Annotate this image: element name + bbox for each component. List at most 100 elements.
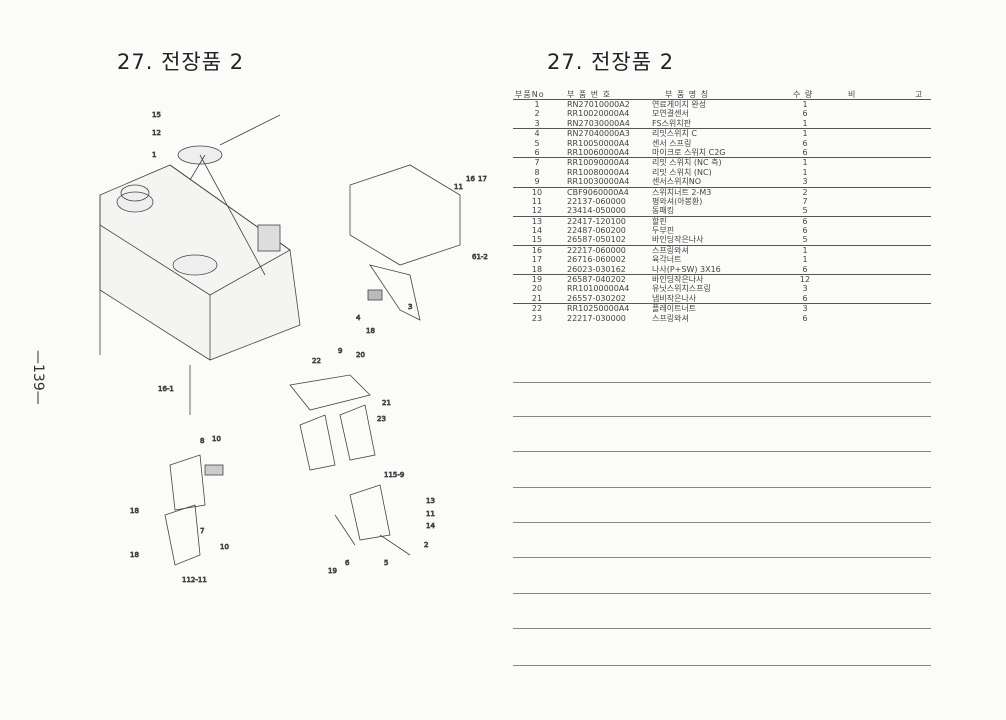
part-name: 리밋 스위치 (NC) — [652, 167, 712, 177]
part-number: 26023-030162 — [567, 264, 626, 274]
callout: 9 — [338, 347, 342, 355]
part-number: 22137-060000 — [567, 196, 626, 206]
callout: 112-11 — [182, 576, 207, 584]
part-name: 바인딩작은나사 — [652, 275, 704, 285]
callout: 10 — [220, 543, 229, 551]
part-index: 1 — [534, 100, 540, 109]
header-part-no: 부 품 번 호 — [567, 90, 612, 99]
quantity: 1 — [802, 245, 808, 255]
part-name: FS스위치판 — [652, 118, 691, 128]
header-no: 부품No — [515, 90, 545, 99]
quantity: 1 — [802, 167, 808, 177]
header-remarks-2: 고 — [915, 90, 924, 99]
part-index: 18 — [531, 264, 543, 274]
part-name: 모연결센서 — [652, 109, 689, 119]
part-index: 14 — [531, 226, 543, 236]
callout: 8 — [200, 437, 204, 445]
callout: 18 — [130, 551, 139, 559]
part-name: 스프링와셔 — [652, 313, 689, 323]
callout: 18 — [366, 327, 375, 335]
quantity: 1 — [802, 255, 808, 265]
callout: 7 — [200, 527, 204, 535]
quantity: 6 — [802, 313, 808, 323]
part-name: 센서 스프링 — [652, 138, 692, 148]
blank-row-line — [513, 487, 931, 488]
part-index: 12 — [531, 206, 543, 216]
quantity: 6 — [802, 138, 808, 148]
part-index: 21 — [531, 293, 543, 303]
callout: 22 — [312, 357, 321, 365]
part-index: 3 — [534, 118, 540, 128]
switch-assembly-drawing — [164, 374, 411, 566]
part-name: 리밋스위치 C — [652, 129, 697, 139]
part-number: 26587-040202 — [567, 275, 626, 285]
page-title-left: 27. 전장품 2 — [117, 50, 245, 74]
part-number: 22217-030000 — [567, 313, 626, 323]
quantity: 2 — [802, 187, 808, 197]
diagram-callouts: 15 12 1 16 17 11 61-2 4 3 18 16-1 22 9 2… — [130, 111, 489, 585]
callout: 14 — [426, 522, 435, 530]
page-number: —139— — [30, 350, 46, 405]
quantity: 1 — [802, 100, 808, 109]
callout: 17 — [478, 175, 487, 183]
blank-row-line — [513, 665, 931, 666]
part-index: 19 — [531, 275, 543, 285]
blank-row-line — [513, 593, 931, 594]
part-name: 리밋 스위치 (NC 측) — [652, 158, 722, 168]
part-number: RR10250000A4 — [567, 304, 630, 314]
part-number: RR10100000A4 — [567, 284, 630, 294]
table-row: 19 26587-040202 바인딩작은나사 12 — [513, 275, 931, 284]
quantity: 5 — [802, 235, 808, 245]
callout: 11 — [454, 183, 463, 191]
quantity: 6 — [802, 216, 808, 226]
quantity: 1 — [802, 129, 808, 139]
part-name: 냄비작은나사 — [652, 293, 697, 303]
part-name: 유닛스위치스프링 — [652, 284, 711, 294]
table-row: 23 22217-030000 스프링와셔 6 — [513, 314, 931, 323]
part-index: 8 — [534, 167, 540, 177]
quantity: 6 — [802, 264, 808, 274]
part-index: 9 — [534, 177, 540, 187]
part-number: RN27040000A3 — [567, 129, 630, 139]
part-name: 센서스위치NO — [652, 177, 702, 187]
part-index: 4 — [534, 129, 540, 139]
part-name: 평와셔(아봉환) — [652, 196, 703, 206]
part-name: 플레이트너트 — [652, 304, 697, 314]
blank-row-line — [513, 522, 931, 523]
quantity: 12 — [799, 275, 811, 285]
callout: 12 — [152, 129, 161, 137]
part-index: 23 — [531, 313, 543, 323]
callout: 3 — [408, 303, 412, 311]
page-title-right: 27. 전장품 2 — [547, 50, 675, 74]
quantity: 7 — [802, 196, 808, 206]
quantity: 3 — [802, 284, 808, 294]
blank-row-line — [513, 557, 931, 558]
part-name: 동패킹 — [652, 206, 675, 216]
callout: 5 — [384, 559, 388, 567]
part-number: 22487-060200 — [567, 226, 626, 236]
blank-row-line — [513, 628, 931, 629]
callout: 18 — [130, 507, 139, 515]
callout: 23 — [377, 415, 386, 423]
part-number: RR10060000A4 — [567, 147, 630, 157]
quantity: 3 — [802, 304, 808, 314]
part-name: 연료게이지 완성 — [652, 100, 707, 109]
part-number: RN27030000A4 — [567, 118, 630, 128]
part-index: 15 — [531, 235, 543, 245]
part-name: 스프링와셔 — [652, 245, 689, 255]
